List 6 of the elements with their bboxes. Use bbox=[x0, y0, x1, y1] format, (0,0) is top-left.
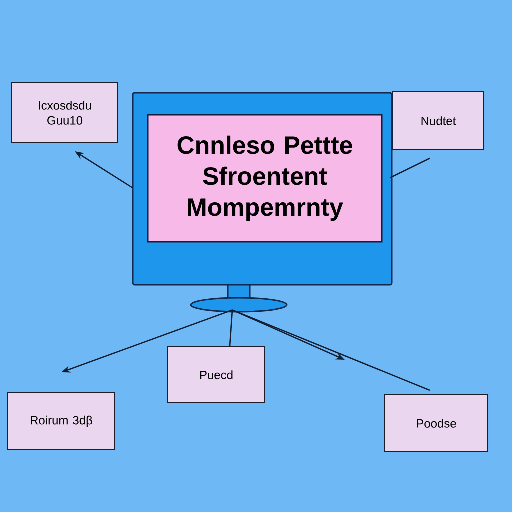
label-box: Icxosdsdu Guu10 bbox=[12, 82, 118, 144]
label-box: Nudtet bbox=[392, 92, 484, 150]
label-box: Poodse bbox=[384, 394, 488, 452]
monitor-screen: Cnnleso Pettte Sfroentent Mompemrnty bbox=[147, 114, 383, 243]
label-box: Roirum 3dβ bbox=[8, 392, 116, 450]
label-box: Puecd bbox=[168, 346, 266, 404]
